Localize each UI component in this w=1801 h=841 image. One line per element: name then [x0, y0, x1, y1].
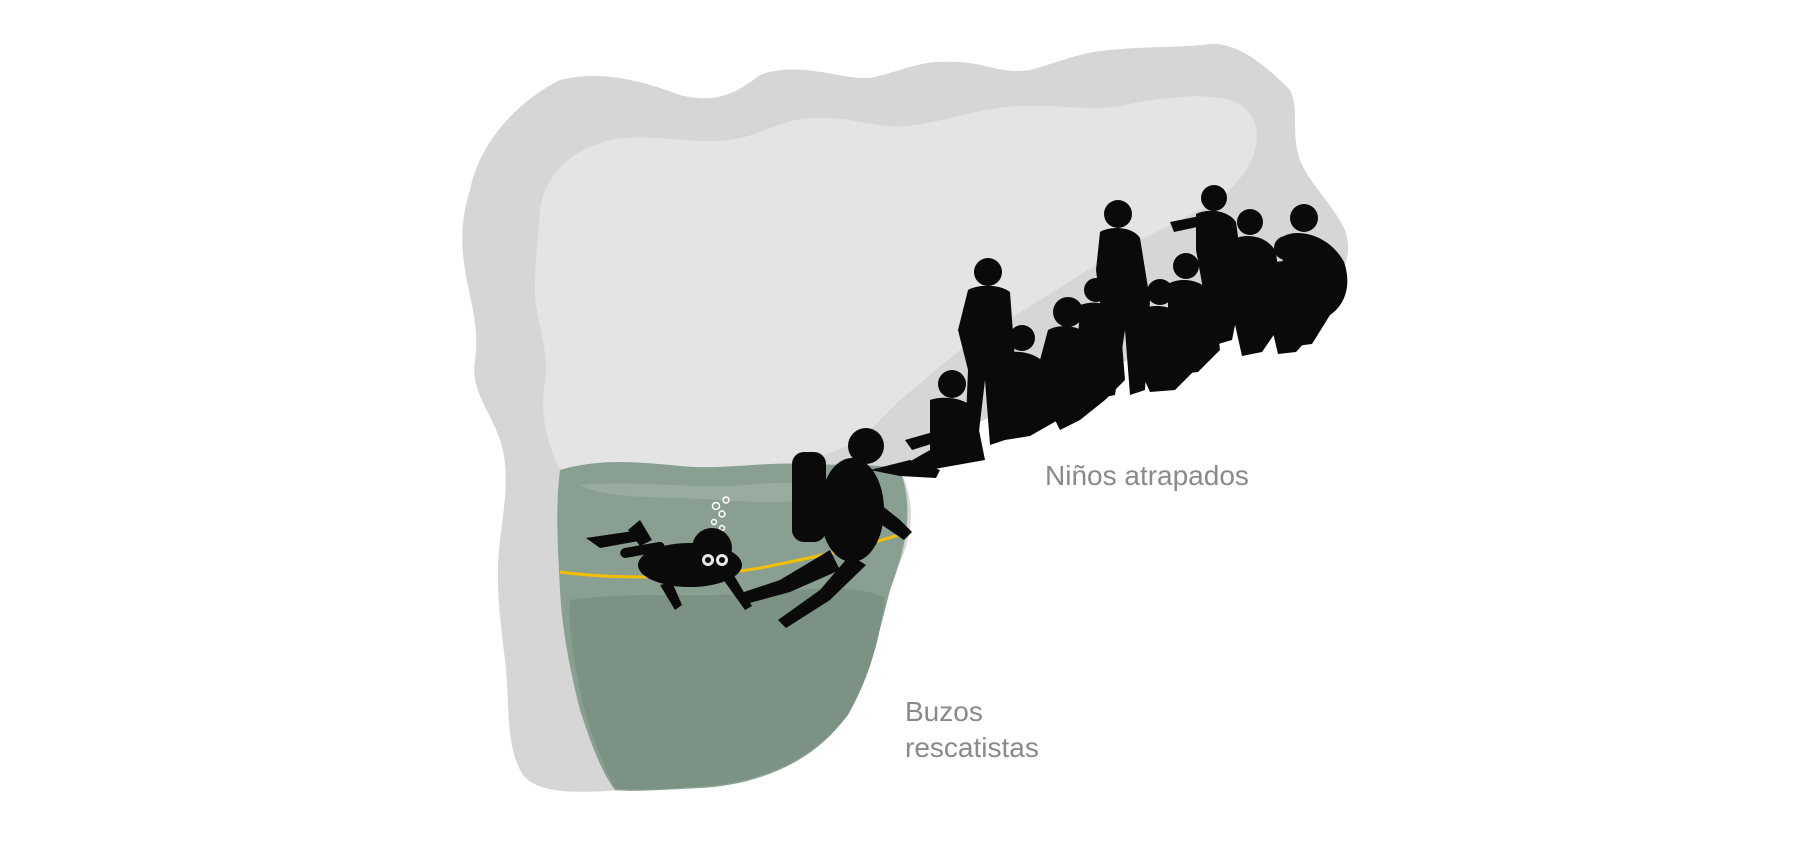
water-band-dark: [569, 588, 885, 790]
child-silhouette-icon: [1096, 200, 1150, 398]
child-silhouette-icon: [1170, 185, 1244, 345]
label-rescue-divers: Buzos rescatistas: [905, 694, 1039, 766]
label-rescue-divers-line1: Buzos: [905, 696, 983, 727]
label-rescue-divers-line2: rescatistas: [905, 732, 1039, 763]
child-silhouette-icon: [902, 370, 985, 475]
child-silhouette-icon: [1282, 204, 1348, 346]
diver-icon: [735, 428, 940, 628]
children-group: [902, 185, 1348, 475]
cave-inner-chamber: [535, 96, 1257, 470]
label-trapped-children: Niños atrapados: [1045, 460, 1249, 491]
